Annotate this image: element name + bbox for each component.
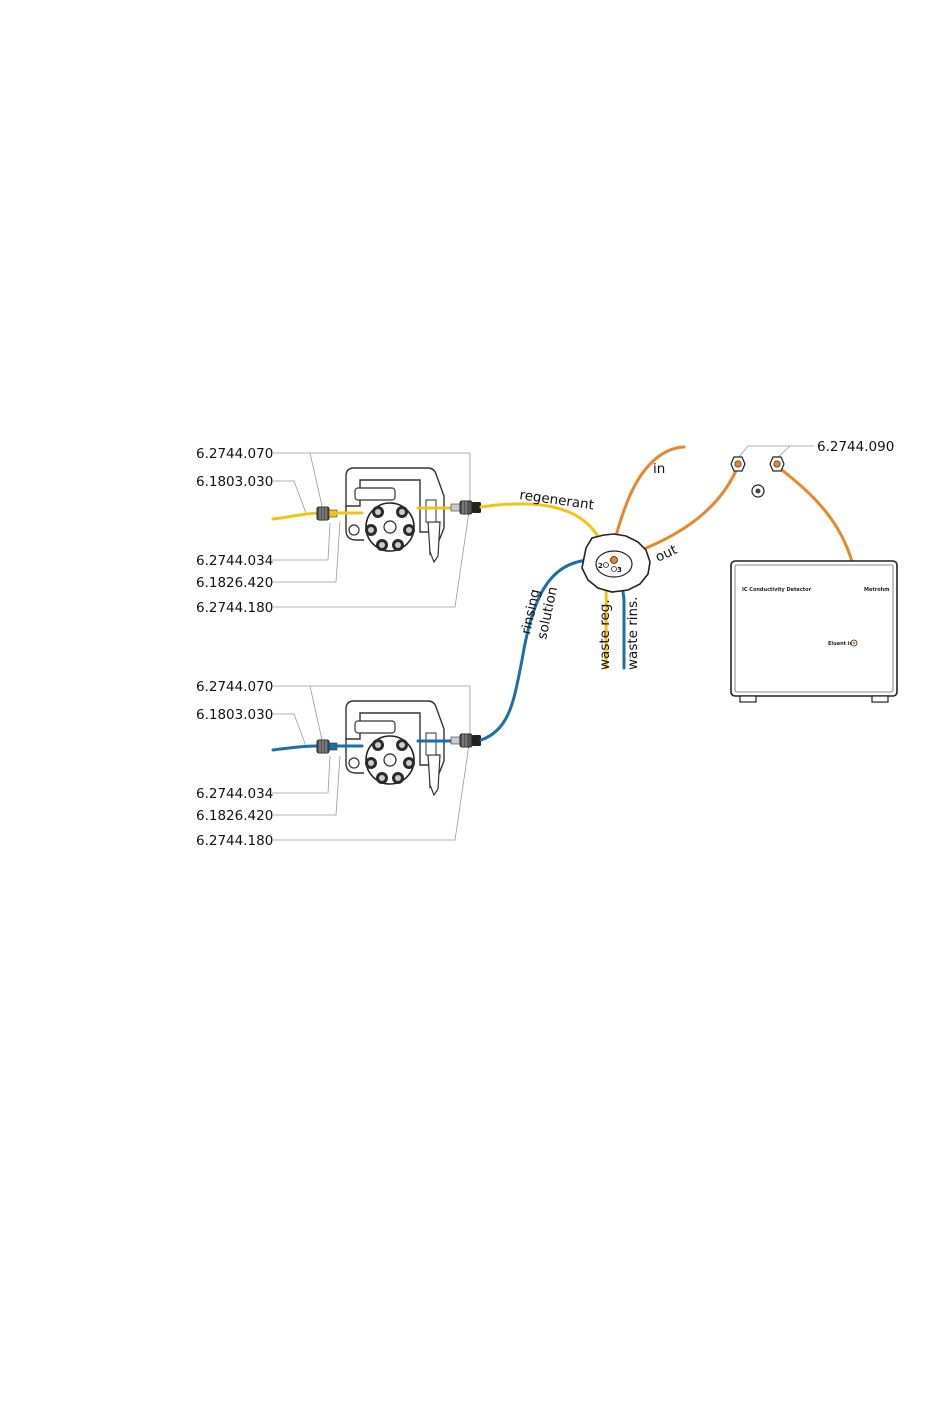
detector-eluent-in-port-icon[interactable]	[851, 640, 857, 646]
regenerant-label: regenerant	[518, 487, 594, 513]
pump-bottom-label-1: 6.2744.070	[196, 679, 273, 695]
pump-top-label-3: 6.2744.034	[196, 553, 273, 569]
pump-bottom-inlet-connector-icon	[317, 740, 337, 753]
detector-brand: Metrohm	[864, 587, 889, 593]
detector-fittings: 6.2744.090	[731, 439, 894, 497]
regenerant-inlet-tube	[273, 513, 318, 519]
fitting-left-icon	[731, 457, 745, 471]
pump-top-label-2: 6.1803.030	[196, 474, 273, 490]
valve-port-3-label: 3	[617, 566, 622, 574]
eluent-out-label: out	[653, 542, 680, 566]
pump-bottom-outlet-connector-icon	[451, 734, 481, 747]
pump-top-inlet-connector-icon	[317, 507, 337, 520]
pump-top-label-4: 6.1826.420	[196, 575, 273, 591]
eluent-in-label: in	[653, 461, 665, 477]
regenerant-tube	[481, 504, 606, 668]
valve-port-2-label: 2	[598, 562, 603, 570]
detector-title: IC Conductivity Detector	[742, 587, 812, 593]
pump-bottom-label-4: 6.1826.420	[196, 808, 273, 824]
detector-fitting-label: 6.2744.090	[817, 439, 894, 455]
pump-top-outlet-connector-icon	[451, 501, 481, 514]
fitting-center-icon	[752, 485, 764, 497]
pump-top-label-5: 6.2744.180	[196, 600, 273, 616]
pump-bottom-label-5: 6.2744.180	[196, 833, 273, 849]
peristaltic-pump-icon	[346, 468, 444, 562]
suppressor-valve-icon: 2 3	[582, 534, 650, 592]
conductivity-detector-icon: IC Conductivity Detector Metrohm Eluent …	[731, 561, 897, 702]
fitting-right-icon	[770, 457, 784, 471]
rinsing-inlet-tube	[273, 746, 318, 750]
waste-reg-label: waste reg.	[597, 599, 613, 670]
pump-bottom: 6.2744.070 6.1803.030 6.2744.034 6.1826.…	[196, 679, 481, 849]
pump-top: 6.2744.070 6.1803.030 6.2744.034 6.1826.…	[196, 446, 481, 616]
peristaltic-pump-icon	[346, 701, 444, 795]
detector-port-label: Eluent in	[828, 641, 853, 647]
waste-rins-label: waste rins.	[625, 597, 641, 670]
pump-bottom-label-2: 6.1803.030	[196, 707, 273, 723]
pump-bottom-label-3: 6.2744.034	[196, 786, 273, 802]
pump-top-label-1: 6.2744.070	[196, 446, 273, 462]
